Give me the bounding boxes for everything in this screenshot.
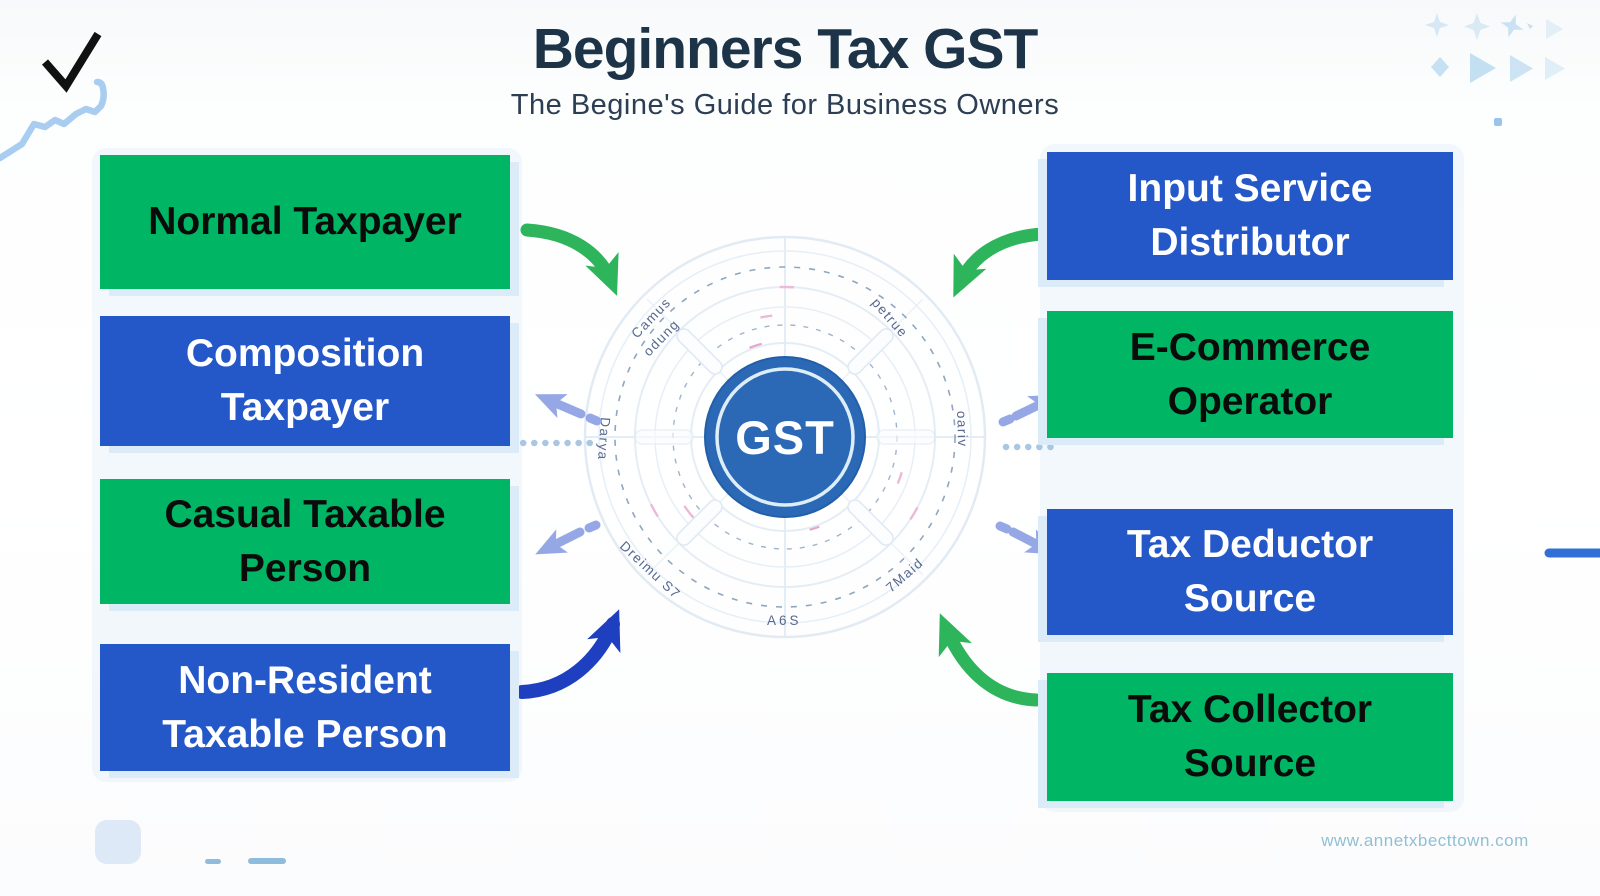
pink-dashes (687, 339, 883, 535)
sparkle-icon (1425, 13, 1449, 37)
dashed-ring (614, 266, 956, 608)
ring-label: A6S (767, 613, 802, 628)
box-label: Tax Deductor Source (1126, 523, 1374, 620)
box-input-service-distributor: Input Service Distributor (1047, 152, 1453, 280)
box-label: Composition Taxpayer (185, 332, 425, 429)
diamond-icon (1431, 57, 1449, 77)
box-non-resident-taxable-person: Non-Resident Taxable Person (100, 644, 510, 771)
pink-dashes (633, 285, 937, 589)
triangle-icon (1510, 55, 1533, 82)
pink-dashes (661, 313, 909, 561)
dash-decor (248, 858, 286, 864)
sparkle-icon (1464, 13, 1490, 40)
ring-label: Darya (595, 417, 613, 461)
hub-label: GST (735, 411, 835, 464)
box-composition-taxpayer: Composition Taxpayer (100, 316, 510, 446)
sparkle-icon (1500, 14, 1524, 38)
header: Beginners Tax GST The Begine's Guide for… (390, 18, 1180, 122)
spoke-paddles (634, 328, 936, 546)
box-ecommerce-operator: E-Commerce Operator (1047, 311, 1453, 438)
box-tax-collector-source: Tax Collector Source (1047, 673, 1453, 801)
box-label: Casual Taxable Person (164, 492, 446, 590)
sparkle-triangle-decor (1425, 13, 1565, 126)
chart-line-checkmark-decor (0, 31, 107, 162)
triangle-icon (1545, 57, 1565, 80)
triangle-icon (1546, 19, 1563, 39)
rounded-square-decor (95, 820, 141, 864)
box-normal-taxpayer: Normal Taxpayer (100, 155, 510, 289)
dash-decor (205, 859, 221, 864)
watermark-url: www.annetxbecttown.com (1321, 831, 1529, 850)
ring-label: 7Maid (883, 555, 926, 595)
checkmark-icon (41, 31, 102, 93)
gst-hub-diagram: Camus odung petrue Darya oariv Dreimu S7… (583, 235, 987, 639)
gst-hub: GST (704, 356, 866, 518)
box-label: Normal Taxpayer (148, 200, 462, 244)
dot-icon (1494, 118, 1502, 126)
box-casual-taxable-person: Casual Taxable Person (100, 479, 510, 604)
sparkle-icon (1527, 23, 1533, 29)
box-label: Input Service Distributor (1127, 167, 1373, 264)
page-subtitle: The Begine's Guide for Business Owners (510, 88, 1060, 121)
trend-line-icon (0, 78, 107, 162)
page-title: Beginners Tax GST (532, 17, 1039, 81)
box-label: E-Commerce Operator (1129, 325, 1371, 423)
hub-inner-ring (715, 367, 855, 507)
arrow-tail (998, 414, 1015, 427)
box-label: Non-Resident Taxable Person (162, 658, 448, 756)
ring-label: oariv (954, 411, 970, 448)
arrow-tail (995, 521, 1012, 534)
box-label: Tax Collector Source (1127, 688, 1373, 785)
hub-circle (704, 356, 866, 518)
triangle-icon (1470, 53, 1496, 83)
box-tax-deductor-source: Tax Deductor Source (1047, 509, 1453, 635)
